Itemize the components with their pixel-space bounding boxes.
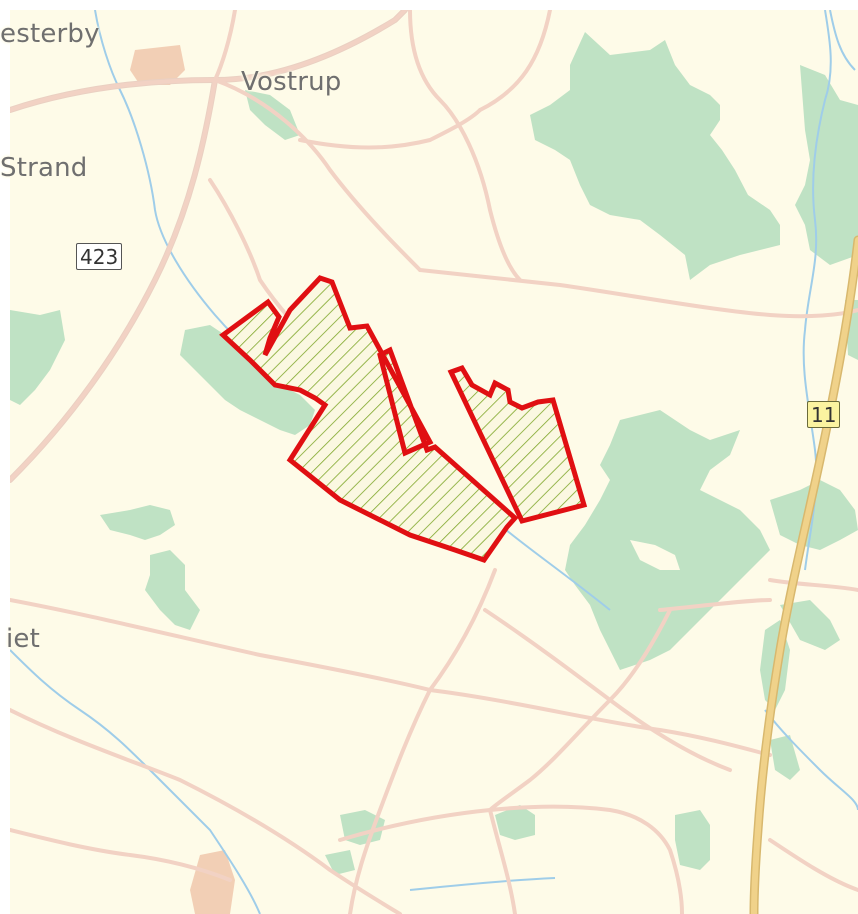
- forest-patch-west-parcel: [180, 325, 315, 435]
- road-south-4: [488, 808, 517, 914]
- road-diagonal-center: [348, 568, 497, 914]
- forest-patch-east-large: [565, 410, 770, 670]
- road-east-lower-2: [658, 598, 772, 612]
- road-south-west-1: [10, 708, 402, 914]
- road-423: [10, 78, 217, 482]
- road-south-3: [338, 804, 684, 914]
- forest-patch-southeast-3: [780, 600, 840, 650]
- forest-layer: [10, 32, 858, 875]
- forest-patch-east-inner-clearing: [630, 540, 680, 570]
- forest-patch-south-4: [325, 850, 355, 875]
- highway-11: [751, 237, 858, 914]
- place-label-vostrup: Vostrup: [241, 67, 342, 97]
- road-middle-east: [418, 268, 858, 319]
- parcel-west-main[interactable]: [219, 275, 519, 563]
- road-north-2: [408, 10, 522, 282]
- forest-patch-southwest-2: [145, 550, 200, 630]
- parcel-layer[interactable]: [219, 275, 588, 563]
- forest-patch-northeast: [530, 32, 780, 280]
- road-south-main: [10, 598, 432, 692]
- road-southeast-far: [768, 838, 858, 892]
- road-south-east-3: [488, 608, 672, 812]
- stream-east-upper: [829, 10, 856, 71]
- road-east-lower: [768, 578, 858, 592]
- road-south-west-2: [10, 828, 232, 882]
- town-vesterby: [130, 45, 185, 85]
- road-north-3: [298, 108, 482, 150]
- place-label-vesterby: esterby: [0, 19, 100, 49]
- place-label-net: iet: [6, 624, 41, 654]
- road-north-4: [478, 10, 552, 112]
- place-label-strand: Strand: [0, 153, 88, 183]
- road-layer: [10, 10, 858, 914]
- forest-patch-west-edge: [10, 310, 65, 405]
- forest-patch-south-2: [495, 805, 535, 840]
- road-north-1: [213, 10, 237, 82]
- map-canvas[interactable]: [10, 10, 858, 914]
- road-south-east-1: [428, 688, 772, 757]
- parcel-east[interactable]: [447, 364, 588, 524]
- road-vostrup-east: [213, 78, 422, 272]
- forest-patch-south-3: [675, 810, 710, 870]
- forest-patch-east-strip: [795, 65, 858, 265]
- town-south: [190, 850, 235, 914]
- stream-southeast: [764, 709, 858, 811]
- town-layer: [130, 45, 235, 914]
- forest-patch-southeast-4: [770, 735, 800, 780]
- forest-patch-southwest-1: [100, 505, 175, 540]
- stream-south: [409, 877, 556, 891]
- road-shield-423: 423: [76, 243, 123, 270]
- road-shield-11: 11: [807, 401, 841, 428]
